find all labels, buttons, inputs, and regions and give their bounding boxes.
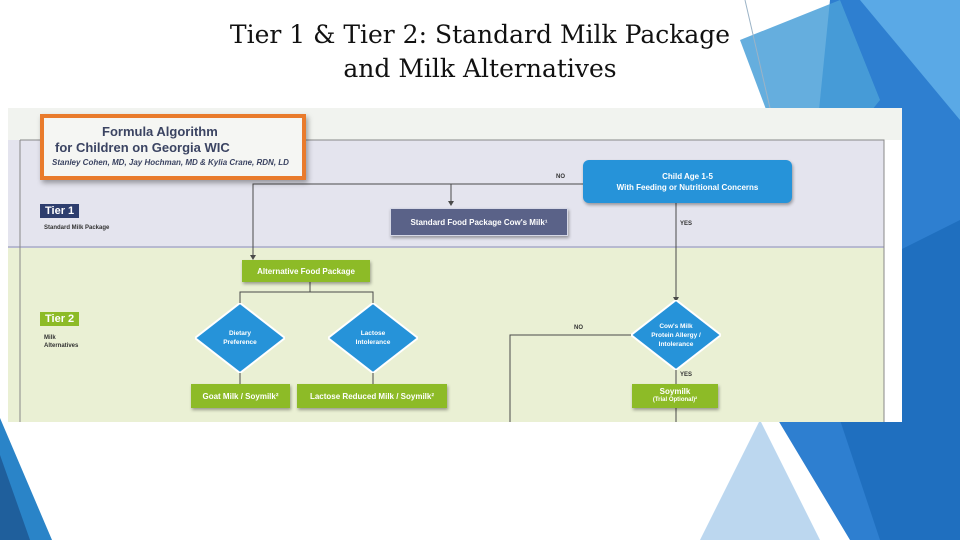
slide-title-line1: Tier 1 & Tier 2: Standard Milk Package bbox=[229, 20, 731, 49]
node-soymilk-trial: Soymilk (Trial Optional)² bbox=[632, 384, 718, 408]
flowchart-image: Formula Algorithm for Children on Georgi… bbox=[8, 108, 902, 422]
label-no-mid: NO bbox=[574, 325, 583, 331]
node-child-age: Child Age 1-5 With Feeding or Nutritiona… bbox=[583, 160, 792, 203]
slide-title-line2: and Milk Alternatives bbox=[343, 54, 617, 83]
chart-title-line1: Formula Algorithm bbox=[102, 124, 218, 139]
label-yes-bottom: YES bbox=[680, 372, 693, 378]
dietary-diamond-shape bbox=[195, 303, 285, 373]
connector-alt-right bbox=[310, 291, 374, 306]
soymilk-trial-label: (Trial Optional)² bbox=[652, 397, 698, 403]
slide-title: Tier 1 & Tier 2: Standard Milk Package a… bbox=[130, 18, 830, 86]
cows-milk-allergy-label: Cow's Milk Protein Allergy / Intolerance bbox=[651, 322, 701, 348]
node-cows-milk-allergy: Cow's Milk Protein Allergy / Intolerance bbox=[631, 300, 721, 370]
label-no-top: NO bbox=[556, 174, 565, 180]
right-teal-panel bbox=[740, 0, 880, 200]
node-lactose-reduced-milk: Lactose Reduced Milk / Soymilk² bbox=[297, 384, 447, 408]
right-light-panel bbox=[860, 0, 960, 120]
dietary-preference-label: Dietary Preference bbox=[223, 330, 257, 346]
tier1-sublabel: Standard Milk Package bbox=[44, 225, 110, 231]
soymilk-label: Soymilk bbox=[659, 387, 691, 396]
arrowhead-standard bbox=[448, 201, 454, 206]
node-lactose-intolerance: Lactose Intolerance bbox=[328, 303, 418, 373]
tier2-sublabel: Milk Alternatives bbox=[44, 334, 78, 350]
right-pale-panel bbox=[700, 420, 820, 540]
node-standard-food-package: Standard Food Package Cow's Milk¹ bbox=[390, 208, 568, 236]
cows-milk-diamond-shape bbox=[631, 300, 721, 370]
tier1-badge: Tier 1 bbox=[40, 204, 80, 218]
left-blue-wedge-light bbox=[0, 455, 30, 540]
arrowhead-alt bbox=[250, 255, 256, 260]
chart-title-line2: for Children on Georgia WIC bbox=[55, 140, 230, 155]
label-yes-top: YES bbox=[680, 221, 693, 227]
node-dietary-preference: Dietary Preference bbox=[195, 303, 285, 373]
tier2-sublabel-line2: Alternatives bbox=[44, 343, 79, 349]
tier2-sublabel-line1: Milk bbox=[44, 335, 56, 341]
connector-alt-down bbox=[239, 282, 311, 306]
right-accent-line bbox=[744, 0, 771, 109]
lactose-intolerance-label: Lactose Intolerance bbox=[355, 330, 391, 346]
connector-cows-no bbox=[509, 334, 634, 422]
chart-title-box: Formula Algorithm for Children on Georgi… bbox=[40, 114, 306, 180]
chart-authors: Stanley Cohen, MD, Jay Hochman, MD & Kyl… bbox=[52, 158, 289, 167]
connector-border-top bbox=[20, 139, 885, 422]
tier2-badge: Tier 2 bbox=[40, 312, 80, 326]
node-goat-milk-soymilk: Goat Milk / Soymilk² bbox=[191, 384, 290, 408]
lactose-diamond-shape bbox=[328, 303, 418, 373]
node-alternative-food-package: Alternative Food Package bbox=[242, 260, 370, 282]
connector-lines bbox=[19, 139, 885, 422]
connector-child-to-standard bbox=[252, 183, 586, 258]
